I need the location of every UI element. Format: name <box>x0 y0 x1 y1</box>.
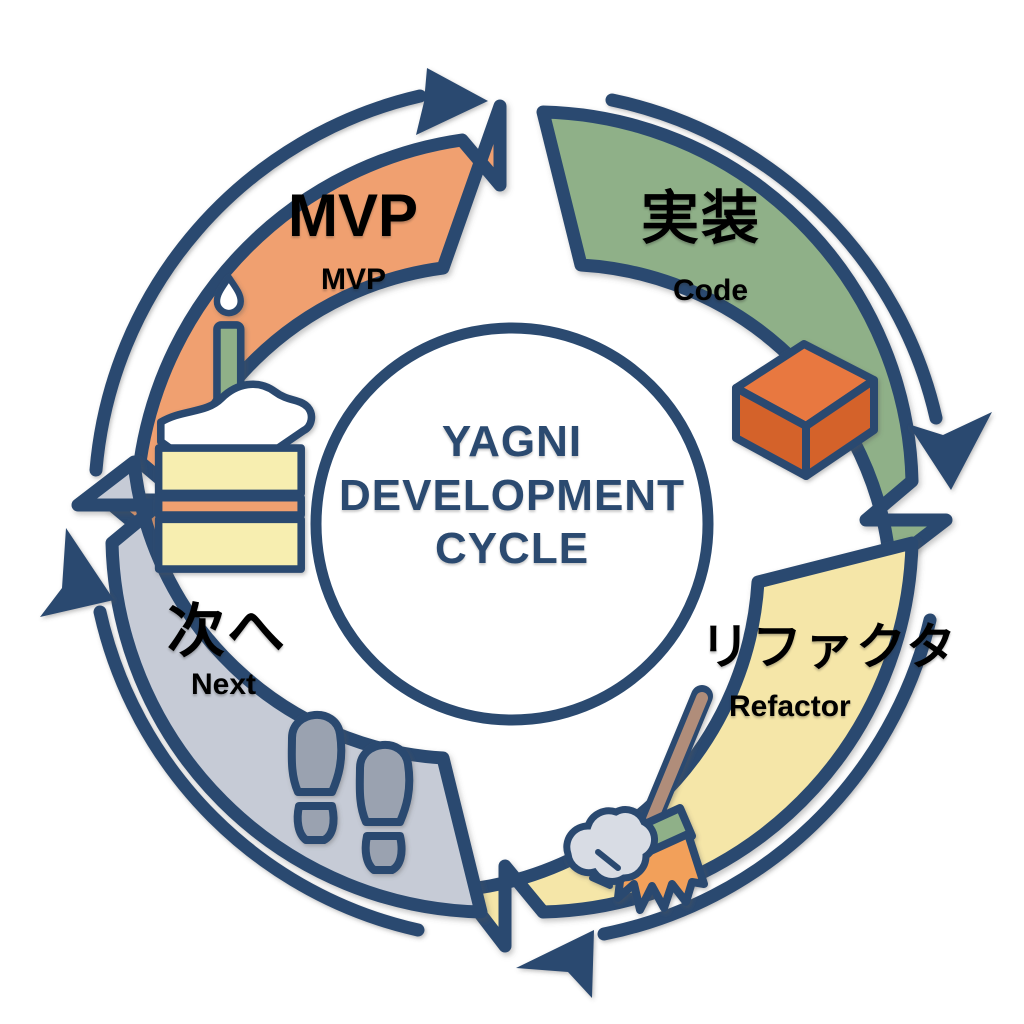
segment-code-subtitle: Code <box>673 274 748 307</box>
segment-mvp-title: MVP <box>288 182 419 249</box>
segment-code[interactable] <box>536 105 953 570</box>
arrow-mvp-to-code <box>605 93 992 490</box>
center-title-line-2: DEVELOPMENT <box>339 470 685 520</box>
arrow-refactor-to-next <box>40 528 425 937</box>
arrow-next-to-mvp <box>89 68 488 477</box>
segment-mvp-subtitle: MVP <box>321 263 387 296</box>
segment-refactor-title: リファクタ <box>700 619 958 675</box>
segment-code-title: 実装 <box>641 186 762 251</box>
brick-icon <box>732 340 878 480</box>
center-hub <box>310 322 714 726</box>
segment-refactor-subtitle: Refactor <box>729 690 851 723</box>
cake-slice-icon <box>154 274 316 573</box>
segment-next-title: 次へ <box>167 599 288 664</box>
segment-next-subtitle: Next <box>191 668 257 701</box>
center-title-line-3: CYCLE <box>434 524 590 574</box>
arrow-code-to-refactor <box>516 613 937 998</box>
footprints-icon <box>287 710 414 874</box>
center-title-line-1: YAGNI <box>441 417 583 466</box>
segment-refactor[interactable] <box>455 536 919 953</box>
broom-icon <box>563 685 713 914</box>
center-title: YAGNI DEVELOPMENT CYCLE <box>312 415 712 576</box>
